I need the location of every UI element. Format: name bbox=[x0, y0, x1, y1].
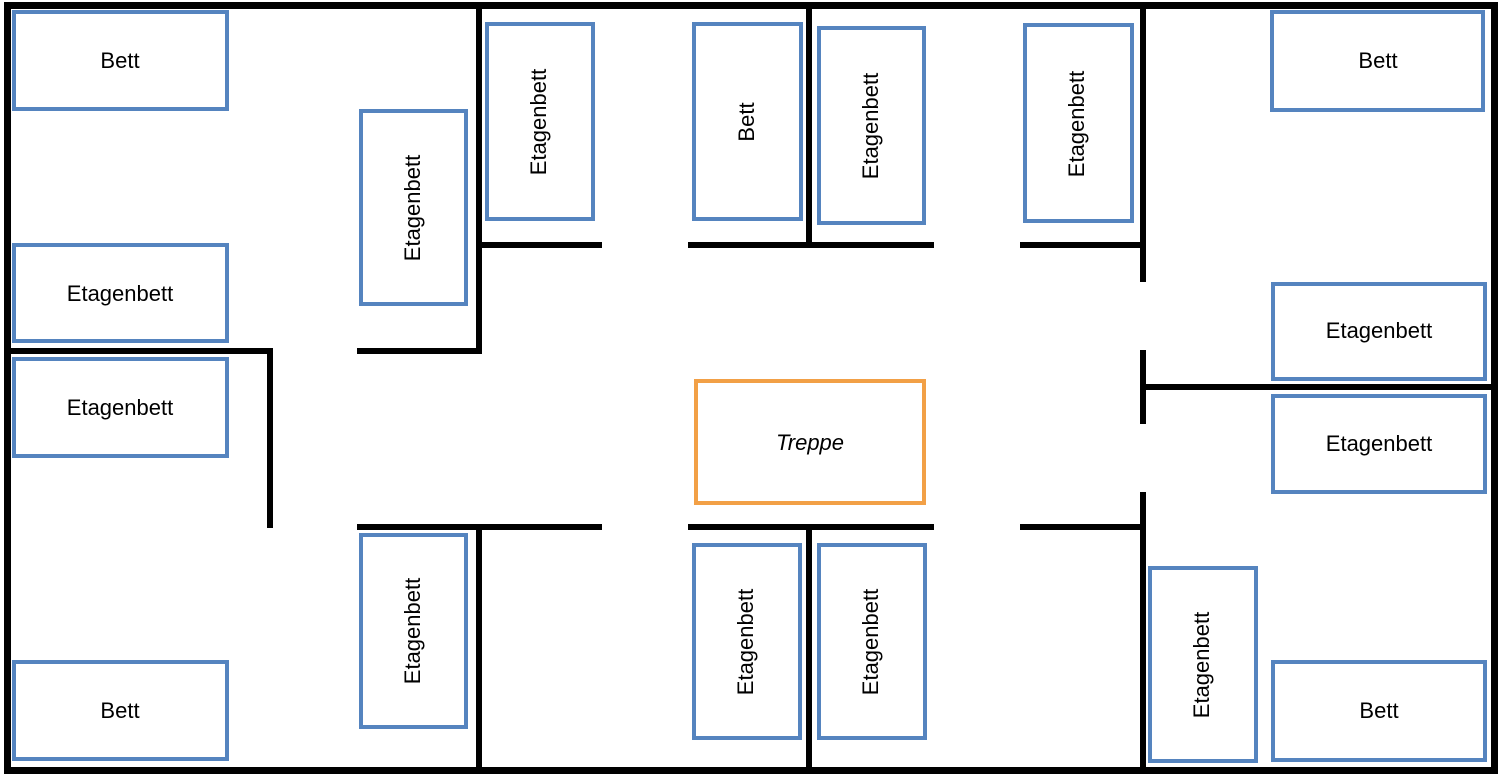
bed-label: Bett bbox=[734, 102, 759, 141]
bunk-bed-label: Etagenbett bbox=[858, 589, 883, 695]
wall-right-horizontal bbox=[1140, 384, 1498, 390]
bunk-bed-label: Etagenbett bbox=[1326, 431, 1432, 456]
bunk-bed-outline bbox=[1148, 566, 1258, 763]
bed-outline bbox=[1271, 660, 1487, 762]
stairs: Treppe bbox=[694, 379, 926, 505]
wall-top-right-vertical bbox=[1140, 2, 1146, 282]
bed-label: Bett bbox=[100, 698, 139, 723]
bed-outline bbox=[1270, 10, 1485, 112]
bunk-bed-bottom-room-2: Etagenbett bbox=[817, 543, 927, 740]
wall-top-corridor-3 bbox=[1020, 242, 1146, 248]
bunk-bed-bottom-room-1: Etagenbett bbox=[692, 543, 802, 740]
bunk-bed-label: Etagenbett bbox=[858, 73, 883, 179]
wall-left-vertical bbox=[267, 348, 273, 528]
bed-outline bbox=[12, 10, 229, 111]
bed-label: Bett bbox=[1358, 48, 1397, 73]
bunk-bed-label: Etagenbett bbox=[526, 69, 551, 175]
bunk-bed-label: Etagenbett bbox=[67, 395, 173, 420]
bunk-bed-label: Etagenbett bbox=[400, 155, 425, 261]
bunk-bed-top-room-2: Etagenbett bbox=[817, 26, 926, 225]
bunk-bed-label: Etagenbett bbox=[67, 281, 173, 306]
stairs-label: Treppe bbox=[776, 430, 844, 455]
wall-bottom-left-vertical bbox=[476, 524, 482, 774]
wall-upper-left-vertical bbox=[476, 2, 482, 354]
outer-wall-left bbox=[4, 2, 11, 774]
wall-bottom-divider bbox=[806, 524, 812, 774]
bunk-bed-left-upper: Etagenbett bbox=[12, 243, 229, 343]
bunk-bed-top-room-1: Etagenbett bbox=[485, 22, 595, 221]
wall-left-horizontal bbox=[4, 348, 273, 354]
outer-wall-bottom bbox=[4, 767, 1498, 774]
bunk-bed-right-upper: Etagenbett bbox=[1271, 282, 1487, 381]
bed-outline bbox=[692, 22, 803, 221]
bunk-bed-outline bbox=[359, 533, 468, 729]
bunk-bed-outline bbox=[485, 22, 595, 221]
stairs-outline bbox=[694, 379, 926, 505]
bed-label: Bett bbox=[1359, 698, 1398, 723]
bunk-bed-outline bbox=[1271, 394, 1487, 494]
bunk-bed-outline bbox=[692, 543, 802, 740]
bunk-bed-outline bbox=[359, 109, 468, 306]
bed-bottom-left: Bett bbox=[12, 660, 229, 761]
bunk-bed-label: Etagenbett bbox=[733, 589, 758, 695]
bunk-bed-left-lower: Etagenbett bbox=[12, 357, 229, 458]
bed-top-left: Bett bbox=[12, 10, 229, 111]
bunk-bed-outline bbox=[1271, 282, 1487, 381]
bed-label: Bett bbox=[100, 48, 139, 73]
bunk-bed-outline bbox=[12, 243, 229, 343]
bunk-bed-label: Etagenbett bbox=[1326, 318, 1432, 343]
walls bbox=[4, 2, 1498, 774]
bunk-bed-top-room-3: Etagenbett bbox=[1023, 23, 1134, 223]
bunk-bed-outline bbox=[817, 543, 927, 740]
bunk-bed-upper-left-vertical: Etagenbett bbox=[359, 109, 468, 306]
bed-bottom-right: Bett bbox=[1271, 660, 1487, 762]
wall-bottom-corridor-3 bbox=[1020, 524, 1146, 530]
bunk-bed-outline bbox=[12, 357, 229, 458]
bunk-bed-label: Etagenbett bbox=[400, 578, 425, 684]
wall-right-lower-vertical bbox=[1140, 492, 1146, 774]
wall-top-corridor-1 bbox=[476, 242, 602, 248]
bunk-bed-outline bbox=[817, 26, 926, 225]
wall-upper-left-horizontal bbox=[357, 348, 482, 354]
bunk-bed-outline bbox=[1023, 23, 1134, 223]
wall-top-divider bbox=[806, 2, 812, 248]
bed-top-room-vertical: Bett bbox=[692, 22, 803, 221]
bunk-bed-label: Etagenbett bbox=[1064, 71, 1089, 177]
bunk-bed-bottom-right-vertical: Etagenbett bbox=[1148, 566, 1258, 763]
bunk-bed-right-lower: Etagenbett bbox=[1271, 394, 1487, 494]
bed-top-right: Bett bbox=[1270, 10, 1485, 112]
bed-outline bbox=[12, 660, 229, 761]
outer-wall-top bbox=[4, 2, 1498, 9]
bunk-bed-label: Etagenbett bbox=[1189, 612, 1214, 718]
bunk-bed-bottom-left-vertical: Etagenbett bbox=[359, 533, 468, 729]
furniture: Bett Etagenbett Etagenbett Bett Etagenbe… bbox=[12, 10, 1487, 763]
